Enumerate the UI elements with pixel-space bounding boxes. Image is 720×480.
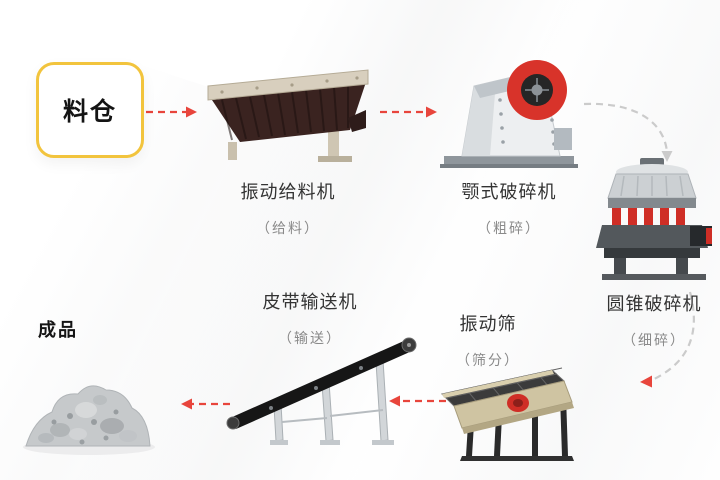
screen-vibrator-hub	[513, 399, 523, 407]
cone-hydraulic-cylinders	[612, 208, 685, 225]
step-stage-feeder: （给料）	[256, 220, 320, 236]
feeder-bolts	[220, 76, 359, 94]
cone-leg	[676, 258, 688, 274]
connector-cone-to-screen-head	[640, 375, 652, 388]
cone-motor-cap	[706, 228, 712, 244]
step-stage-cone: （细碎）	[622, 332, 686, 348]
screen-top-rim	[442, 370, 554, 398]
conveyor-head-pulley-hub	[407, 343, 411, 347]
product-pile-icon	[23, 385, 155, 455]
pile-stones	[38, 395, 137, 445]
screen-label-group: 振动筛 （筛分）	[418, 310, 558, 370]
step-name-jaw: 颚式破碎机	[461, 182, 557, 202]
cone-leg	[614, 258, 626, 274]
arrow-feeder-to-jaw-head	[426, 106, 437, 118]
conveyor-brace	[281, 417, 328, 423]
silo-label: 料仓	[62, 98, 117, 126]
cone-main-frame	[596, 225, 708, 248]
screen-base-rail	[460, 456, 574, 461]
cone-adjust-ring	[608, 198, 696, 208]
jaw-cheek-plate	[462, 81, 496, 156]
vibrating-screen-icon	[440, 367, 574, 461]
jaw-label-group: 颚式破碎机 （粗碎）	[434, 178, 584, 238]
arrow-silo-to-feeder-head	[186, 106, 197, 118]
jaw-motor-block	[554, 128, 572, 150]
cone-base	[604, 248, 700, 258]
cone-label-group: 圆锥破碎机 （细碎）	[592, 290, 716, 350]
jaw-base	[444, 156, 574, 166]
step-name-feeder: 振动给料机	[240, 182, 336, 202]
conveyor-rollers	[269, 366, 363, 410]
cone-crusher-icon	[596, 158, 712, 280]
belt-conveyor-illustration	[226, 320, 424, 458]
step-stage-belt: （输送）	[278, 330, 342, 346]
cone-bowl-ribs	[620, 175, 684, 197]
arrow-belt-to-product-head	[181, 398, 192, 410]
vibrating-feeder-illustration	[202, 66, 374, 166]
feeder-foot	[318, 156, 352, 162]
conveyor-tail-pulley	[226, 416, 240, 430]
feeder-support	[328, 116, 339, 160]
feeder-label-group: 振动给料机 （给料）	[200, 178, 376, 238]
vibrating-screen-illustration	[436, 354, 586, 466]
step-stage-screen: （筛分）	[456, 352, 520, 368]
conveyor-feet	[270, 440, 394, 445]
belt-label-group: 皮带输送机 （输送）	[235, 288, 385, 348]
product-pile-illustration	[20, 350, 158, 458]
feeder-discharge	[348, 110, 366, 132]
jaw-crusher-illustration	[438, 30, 580, 170]
screen-bottom-edge	[462, 402, 574, 434]
feeder-top-frame	[207, 69, 369, 101]
vibrating-feeder-icon	[207, 69, 369, 162]
step-name-cone: 圆锥破碎机	[606, 294, 702, 314]
jaw-flywheel-hub	[531, 84, 543, 96]
cone-crusher-illustration	[594, 156, 714, 290]
feeder-grizzly-bars	[221, 85, 349, 141]
feeder-leg	[228, 142, 237, 160]
conveyor-belt	[230, 340, 412, 429]
conveyor-brace	[329, 409, 384, 417]
cone-foot-rail	[602, 274, 706, 280]
connector-jaw-to-cone-line	[583, 102, 669, 153]
product-label: 成品	[38, 320, 78, 340]
silo-node: 料仓	[36, 62, 144, 158]
step-name-belt: 皮带输送机	[262, 292, 358, 312]
jaw-base-plate	[440, 164, 578, 168]
step-stage-jaw: （粗碎）	[477, 220, 541, 236]
step-name-screen: 振动筛	[459, 314, 517, 334]
belt-conveyor-icon	[226, 337, 417, 445]
jaw-crusher-icon	[440, 60, 578, 168]
